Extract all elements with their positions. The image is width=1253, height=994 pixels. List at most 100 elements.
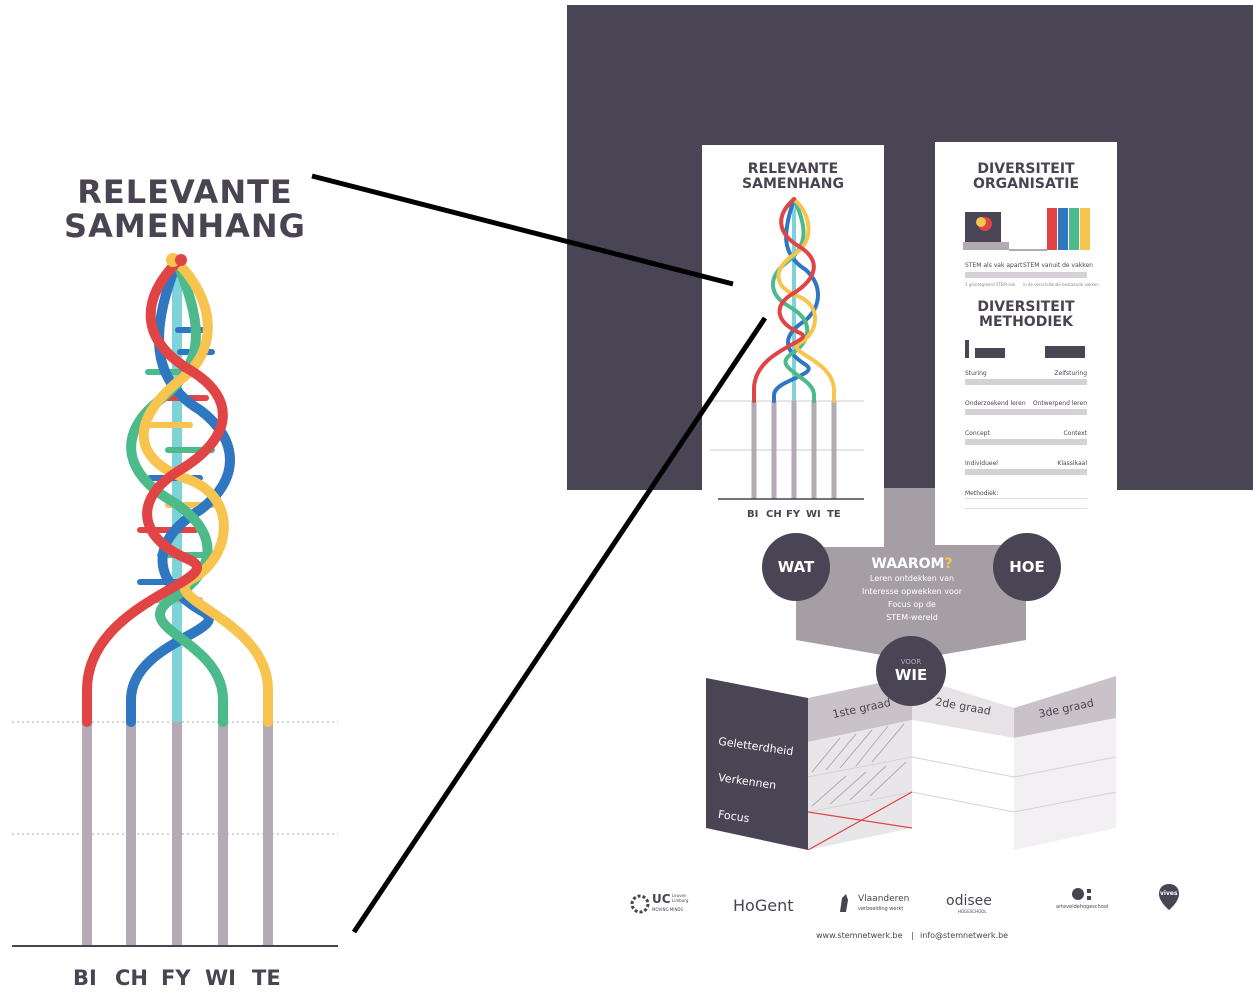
waarom-line: Interesse opwekken voor (861, 587, 963, 596)
wat-circle: WAT (762, 533, 830, 601)
hoe-circle: HOE (993, 533, 1061, 601)
zoom-title: RELEVANTE SAMENHANG (40, 175, 330, 243)
org-left-label: STEM als vak apart (965, 262, 1023, 269)
method-row4-right: Klassikaal (1057, 460, 1087, 467)
grade-row-line (1013, 756, 1117, 778)
grade-row-line (911, 791, 1015, 813)
grade3-col (1014, 718, 1116, 850)
waarom-line: Leren ontdekken van (869, 574, 955, 583)
zoom-subject-fy: FY (161, 966, 191, 990)
zoom-title-line2: SAMENHANG (64, 207, 306, 245)
zoom-subject-te: TE (252, 966, 281, 990)
zoom-title-line1: RELEVANTE (77, 173, 293, 211)
grade3-header (1014, 676, 1116, 738)
footer-email[interactable]: info@stemnetwerk.be (920, 931, 1009, 940)
hatch-line (811, 737, 841, 773)
logo-vives: vives (1157, 882, 1181, 912)
panel-left-subject-bi: BI (747, 509, 759, 520)
panel-right-method-title-line1: DIVERSITEIT (977, 299, 1075, 315)
binder-green (1069, 208, 1079, 250)
grade-row-line (807, 756, 913, 778)
panel-right-method-title: DIVERSITEIT METHODIEK (935, 300, 1117, 330)
panel-right-org-title-line1: DIVERSITEIT (977, 161, 1075, 177)
teacher-figure (965, 340, 969, 358)
grade-table-left-face (706, 678, 808, 850)
panel-left-strand-yellow (776, 197, 836, 403)
panel-right-org-illustration (963, 208, 1090, 251)
vives-text: vives (1160, 890, 1178, 897)
odisee-sub: HOGESCHOOL (958, 909, 987, 914)
panel-right-method-title-line2: METHODIEK (979, 314, 1073, 330)
method-row3-left: Concept (965, 430, 990, 437)
method-row1-left: Sturing (965, 370, 987, 377)
method-row2-bar (965, 409, 1087, 415)
panel-left-subject-fy: FY (786, 509, 801, 520)
method-row2-left: Onderzoekend leren (965, 400, 1026, 407)
footer-website[interactable]: www.stemnetwerk.be (816, 931, 903, 940)
waarom-block: WAAROM? Leren ontdekken van Interesse op… (840, 556, 984, 624)
logo-hogent: HoGent (733, 896, 794, 915)
zoom-subjects: BI CH FY WI TE (0, 966, 350, 994)
grade2-col (912, 720, 1014, 850)
panel-left-subject-wi: WI (806, 509, 821, 520)
hatch-line (871, 723, 905, 763)
lion-icon (840, 894, 848, 912)
poster-panel-relevante-samenhang: RELEVANTE SAMENHANG BI CH FY WI TE (702, 145, 884, 547)
methodiek-line (965, 498, 1087, 499)
vlaanderen-main: Vlaanderen (858, 894, 910, 904)
binder-blue (1058, 208, 1068, 250)
method-row1-bar (965, 379, 1087, 385)
logo-vlaanderen: Vlaanderen verbeelding werkt (836, 892, 916, 918)
focus-cross-line (807, 791, 913, 850)
ucll-sub: Leuven Limburg (672, 893, 689, 903)
student-desks (975, 348, 1005, 358)
zoom-strand-red (82, 257, 228, 727)
wie-voor: VOOR (900, 658, 922, 666)
method-row1-right: Zelfsturing (1054, 370, 1087, 377)
method-row3-bar (965, 439, 1087, 445)
hatch-line (855, 725, 889, 767)
poster-dark-background (567, 5, 1253, 490)
logo-odisee: odisee HOGESCHOOL (946, 893, 1008, 919)
book-stack (963, 242, 1009, 250)
org-scale-bar (965, 272, 1087, 278)
binder-red (1047, 208, 1057, 250)
waarom-line: STEM-wereld (886, 613, 938, 622)
waarom-title-q: ? (944, 556, 953, 572)
panel-left-title-line1: RELEVANTE (747, 161, 839, 177)
grade1-col (808, 720, 912, 850)
logo-ucll: UC Leuven Limburg MOVING MINDS (630, 892, 692, 918)
group-desks (1045, 346, 1085, 358)
panel-right-org-title-line2: ORGANISATIE (972, 176, 1080, 192)
ucll-icon (630, 894, 650, 914)
footer-separator: | (911, 931, 914, 940)
org-left-note: 1 geïntegreerd STEM-vak (965, 282, 1016, 287)
zoom-subject-wi: WI (205, 966, 236, 990)
org-right-note: in de verschillende bestaande vakken (1023, 282, 1099, 287)
org-right-label: STEM vanuit de vakken (1023, 262, 1093, 269)
hatch-line (839, 729, 873, 769)
methodiek-line (965, 508, 1087, 509)
panel-left-title-line2: SAMENHANG (742, 176, 844, 192)
method-row3-right: Context (1063, 430, 1087, 437)
artevelde-text: arteveldehogeschool (1056, 904, 1109, 910)
ucll-main: UC (652, 892, 671, 906)
binder-yellow (1080, 208, 1090, 250)
logo-artevelde: arteveldehogeschool (1054, 886, 1114, 916)
waarom-line: Focus op de (888, 600, 936, 609)
panel-right-org-title: DIVERSITEIT ORGANISATIE (935, 162, 1117, 192)
focus-cross-line (807, 811, 913, 829)
odisee-main: odisee (946, 893, 992, 909)
hatch-line (869, 761, 907, 797)
zoom-subject-bi: BI (73, 966, 97, 990)
ucll-tag: MOVING MINDS (652, 907, 684, 912)
method-row4-left: Individueel (965, 460, 998, 467)
artevelde-icon (1072, 888, 1091, 900)
zoom-subject-ch: CH (115, 966, 148, 990)
waarom-title: WAAROM? (840, 556, 984, 572)
methodiek-label: Methodiek: (965, 490, 999, 497)
method-row2-right: Ontwerpend leren (1032, 400, 1087, 407)
panel-left-strand-red (752, 197, 816, 403)
panel-left-subjects: BI CH FY WI TE (702, 509, 884, 523)
vlaanderen-sub: verbeelding werkt (858, 906, 904, 912)
